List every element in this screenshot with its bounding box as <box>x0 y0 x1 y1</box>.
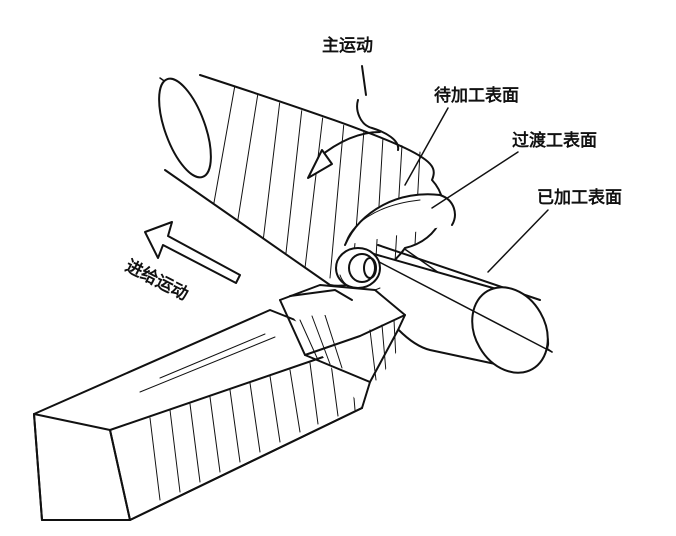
label-surface-to-machine: 待加工表面 <box>434 86 519 106</box>
label-main-motion: 主运动 <box>322 36 373 56</box>
main-motion-arrow <box>307 65 400 179</box>
feed-motion-arrow <box>144 221 241 284</box>
leader-transition-surface <box>431 151 519 209</box>
tool-shank <box>33 309 363 521</box>
label-transition-surface: 过渡工表面 <box>512 131 597 151</box>
tool-head <box>279 284 406 409</box>
leader-machined-surface <box>487 209 549 273</box>
label-machined-surface: 已加工表面 <box>537 188 622 208</box>
machined-cylinder <box>359 244 553 374</box>
leader-surface-to-machine <box>404 107 449 186</box>
transition-surface <box>344 193 456 246</box>
